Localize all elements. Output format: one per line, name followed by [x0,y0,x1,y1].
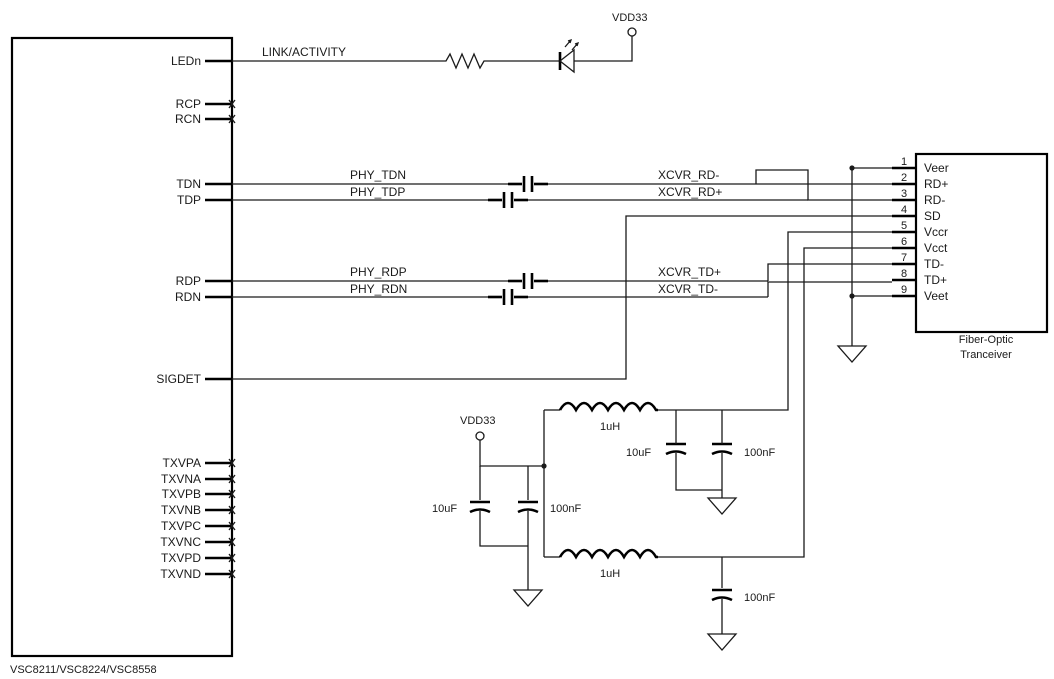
transceiver-body [914,152,1049,334]
nc-txvnb [205,505,236,515]
nc-txvpb [205,489,236,499]
ground-rail-icon [836,345,868,363]
xcvr-pin-7-number: 7 [901,252,907,264]
xcvr-pin-8-name: TD+ [924,273,947,287]
cap-left-100n-label: 100nF [550,503,581,515]
net-phy-tdp: PHY_TDP [350,185,405,199]
inductor-top-label: 1uH [600,421,620,433]
cap-tdn [508,176,548,192]
cap-bottom-100n-label: 100nF [744,592,775,604]
no-connect-pins [205,99,236,579]
pin-txvnc: TXVNC [160,535,201,549]
pin-rdp: RDP [176,274,201,288]
vdd-top-terminal [627,27,637,37]
cap-left-100n [517,500,539,514]
power-filter: VDD33 1uH 1uH 10uF 100nF [432,401,775,651]
cap-tdp [488,192,528,208]
cap-rdn [488,289,528,305]
nc-txvpd [205,553,236,563]
nc-txvpa [205,458,236,468]
xcvr-pin-1-name: Veer [924,161,949,175]
pin-txvnd: TXVND [160,567,201,581]
ground-bottom-icon [706,633,738,651]
cap-top-10u-label: 10uF [626,447,651,459]
xcvr-pin-9-number: 9 [901,284,907,296]
xcvr-pin-4-number: 4 [901,204,907,216]
cap-rdp [508,273,548,289]
pin-tdn: TDN [176,177,201,191]
pin-txvpd: TXVPD [161,551,201,565]
vdd-filter-label: VDD33 [460,415,495,427]
rx-pair: PHY_RDP PHY_RDN XCVR_TD+ XCVR_TD- [232,265,768,305]
led-diode [530,38,605,74]
pin-sigdet: SIGDET [156,372,201,386]
ground-left-icon [512,589,544,607]
phy-pin-labels: LEDn RCP RCN TDN TDP RDP RDN SIGDET TXVP… [156,54,201,581]
pin-txvpa: TXVPA [163,456,201,470]
net-phy-rdp: PHY_RDP [350,265,407,279]
nc-txvpc [205,521,236,531]
transceiver-label-1: Fiber-Optic [959,334,1014,346]
xcvr-pin-3-name: RD- [924,193,945,207]
net-xcvr-tdn: XCVR_TD- [658,282,718,296]
cap-bottom-100n [711,588,733,602]
cap-left-10u-label: 10uF [432,503,457,515]
nc-txvna [205,474,236,484]
led-circuit: LINK/ACTIVITY VDD33 [232,12,647,74]
xcvr-pin-5-name: Vccr [924,225,948,239]
pin-txvpb: TXVPB [162,487,201,501]
net-xcvr-rdn: XCVR_RD- [658,168,719,182]
pin-txvna: TXVNA [161,472,201,486]
vdd-top-label: VDD33 [612,12,647,24]
xcvr-pin-3-number: 3 [901,188,907,200]
xcvr-pin-7-name: TD- [924,257,944,271]
inductor-top [558,401,658,413]
pin-txvpc: TXVPC [161,519,201,533]
pin-txvnb: TXVNB [161,503,201,517]
transceiver-routing [232,167,892,558]
net-phy-tdn: PHY_TDN [350,168,406,182]
pin-rcp: RCP [176,97,201,111]
xcvr-pin-8-number: 8 [901,268,907,280]
net-xcvr-rdp: XCVR_RD+ [658,185,722,199]
nc-rcp [205,99,236,109]
inductor-bottom [558,548,658,560]
cap-top-100n [711,442,733,456]
xcvr-pin-6-name: Vcct [924,241,948,255]
nc-rcn [205,114,236,124]
pin-rdn: RDN [175,290,201,304]
pin-rcn: RCN [175,112,201,126]
net-xcvr-tdp: XCVR_TD+ [658,265,721,279]
transceiver-pins: 1 Veer 2 RD+ 3 RD- 4 SD 5 Vccr 6 Vcct 7 TD- 8 TD+ 9 Veet [892,156,949,303]
nc-txvnc [205,537,236,547]
tx-pair: PHY_TDN PHY_TDP XCVR_RD- XCVR_RD+ [232,168,808,208]
pin-ledn: LEDn [171,54,201,68]
xcvr-pin-1-number: 1 [901,156,907,168]
net-link-activity: LINK/ACTIVITY [262,45,346,59]
xcvr-pin-9-name: Veet [924,289,949,303]
phy-part-label: VSC8211/VSC8224/VSC8558 [10,664,157,676]
transceiver-label-2: Tranceiver [960,349,1012,361]
xcvr-pin-6-number: 6 [901,236,907,248]
led-resistor [434,52,530,70]
nc-txvnd [205,569,236,579]
xcvr-pin-5-number: 5 [901,220,907,232]
inductor-bottom-label: 1uH [600,568,620,580]
xcvr-pin-2-number: 2 [901,172,907,184]
cap-left-10u [469,500,491,514]
phy-pin-stubs [205,59,232,381]
net-phy-rdn: PHY_RDN [350,282,407,296]
xcvr-pin-4-name: SD [924,209,941,223]
ground-top-icon [706,497,738,515]
cap-top-100n-label: 100nF [744,447,775,459]
vdd-filter-terminal [475,431,485,441]
xcvr-pin-2-name: RD+ [924,177,948,191]
pin-tdp: TDP [177,193,201,207]
phy-chip-body [10,36,234,658]
cap-top-10u [665,442,687,456]
